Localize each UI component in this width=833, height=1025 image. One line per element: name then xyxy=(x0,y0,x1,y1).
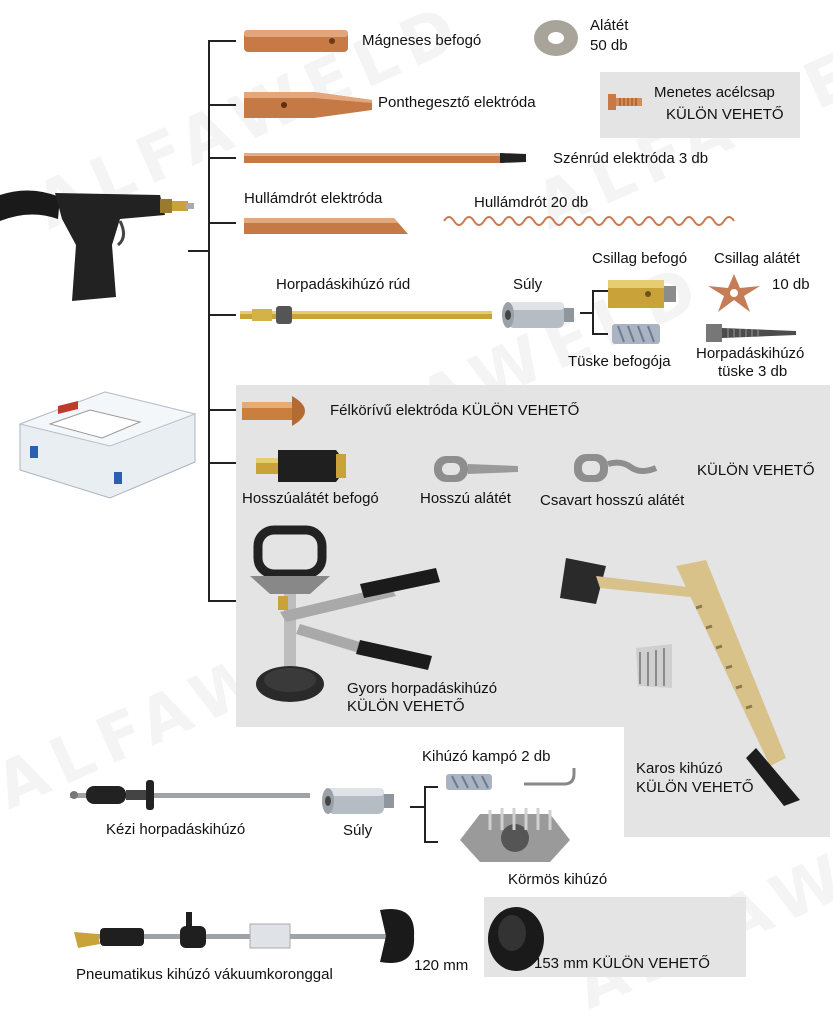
pull-hook-holder-icon xyxy=(446,774,492,790)
bracket xyxy=(592,290,594,334)
wavy-wire-label: Hullámdrót 20 db xyxy=(474,194,589,211)
claw-puller-icon xyxy=(460,808,570,862)
dent-pin-label: Horpadáskihúzó xyxy=(696,345,805,362)
star-washer-icon xyxy=(708,274,760,312)
wave-electrode-label: Hullámdrót elektróda xyxy=(244,190,383,207)
hand-dent-puller-label: Kézi horpadáskihúzó xyxy=(106,821,246,838)
bracket xyxy=(592,333,608,335)
long-washer-icon xyxy=(434,456,518,482)
pin-holder-icon xyxy=(612,324,660,344)
spot-electrode-label: Ponthegesztő elektróda xyxy=(378,94,536,111)
dent-pin-qty: tüske 3 db xyxy=(718,363,788,380)
twisted-washer-label: Csavart hosszú alátét xyxy=(540,492,685,509)
magnetic-holder-icon xyxy=(244,30,348,52)
long-washer-label: Hosszú alátét xyxy=(420,490,511,507)
star-washer-label: Csillag alátét xyxy=(714,250,800,267)
branch xyxy=(208,600,236,602)
branch xyxy=(208,157,236,159)
quick-dent-puller-extra: KÜLÖN VEHETŐ xyxy=(347,698,465,715)
carbon-rod-icon xyxy=(244,153,526,163)
star-holder-icon xyxy=(608,280,676,308)
dent-rod-icon xyxy=(240,306,492,324)
bracket xyxy=(592,290,608,292)
pneumatic-puller-icon xyxy=(74,909,415,963)
disc-153-label: 153 mm KÜLÖN VEHETŐ xyxy=(534,955,710,972)
branch xyxy=(208,462,236,464)
branch xyxy=(208,104,236,106)
threaded-stud-icon xyxy=(608,94,642,110)
lever-puller-extra: KÜLÖN VEHETŐ xyxy=(636,779,754,796)
wave-electrode-icon xyxy=(244,218,408,234)
branch xyxy=(208,40,236,42)
threaded-stud-extra: KÜLÖN VEHETŐ xyxy=(666,106,784,123)
dent-rod-label: Horpadáskihúzó rúd xyxy=(276,276,411,293)
washer-qty: 50 db xyxy=(590,37,628,54)
star-holder-label: Csillag befogó xyxy=(592,250,688,267)
washer-label: Alátét xyxy=(590,17,629,34)
karos-panel xyxy=(624,727,830,837)
vacuum-disc-icon xyxy=(488,907,544,971)
threaded-stud-label: Menetes acélcsap xyxy=(654,84,775,101)
bracket xyxy=(424,841,438,843)
tree-to-gun xyxy=(188,250,210,252)
wavy-wire-icon xyxy=(443,216,735,226)
twisted-washer-icon xyxy=(574,454,658,482)
hand-dent-puller-icon xyxy=(70,780,310,810)
pull-hook-label: Kihúzó kampó 2 db xyxy=(422,748,551,765)
washer-icon xyxy=(534,20,578,56)
long-washer-holder-label: Hosszúalátét befogó xyxy=(242,490,379,507)
pull-hook-icon xyxy=(524,768,576,786)
weight-label-2: Súly xyxy=(343,822,373,839)
bracket xyxy=(410,806,424,808)
quick-dent-puller-icon xyxy=(250,525,440,702)
branch xyxy=(208,409,236,411)
dent-pin-icon xyxy=(706,324,796,342)
branch xyxy=(208,314,236,316)
bracket xyxy=(424,786,438,788)
weight-icon xyxy=(322,788,394,814)
disc-120-label: 120 mm xyxy=(414,957,469,974)
bracket xyxy=(580,312,592,314)
long-washer-holder-icon xyxy=(256,450,346,482)
carbon-rod-label: Szénrúd elektróda 3 db xyxy=(553,150,709,167)
lever-puller-label: Karos kihúzó xyxy=(636,760,723,777)
half-round-electrode-icon xyxy=(242,396,305,426)
pin-holder-label: Tüske befogója xyxy=(568,353,671,370)
spot-electrode-icon xyxy=(244,92,372,118)
row-extra-label: KÜLÖN VEHETŐ xyxy=(697,462,815,479)
lever-puller-icon xyxy=(560,558,800,806)
quick-dent-puller-label: Gyors horpadáskihúzó xyxy=(347,680,498,697)
bracket xyxy=(424,786,426,842)
weight-label-1: Súly xyxy=(513,276,543,293)
tree-trunk xyxy=(208,40,210,602)
half-round-electrode-label: Félkörívű elektróda KÜLÖN VEHETŐ xyxy=(330,402,580,419)
pneumatic-puller-label: Pneumatikus kihúzó vákuumkoronggal xyxy=(76,966,333,983)
weight-icon xyxy=(502,302,574,328)
magnetic-holder-label: Mágneses befogó xyxy=(362,32,482,49)
claw-puller-label: Körmös kihúzó xyxy=(508,871,608,888)
star-washer-qty: 10 db xyxy=(772,276,810,293)
branch xyxy=(208,222,236,224)
storage-case-icon xyxy=(18,391,197,499)
welding-gun-icon xyxy=(0,190,194,301)
